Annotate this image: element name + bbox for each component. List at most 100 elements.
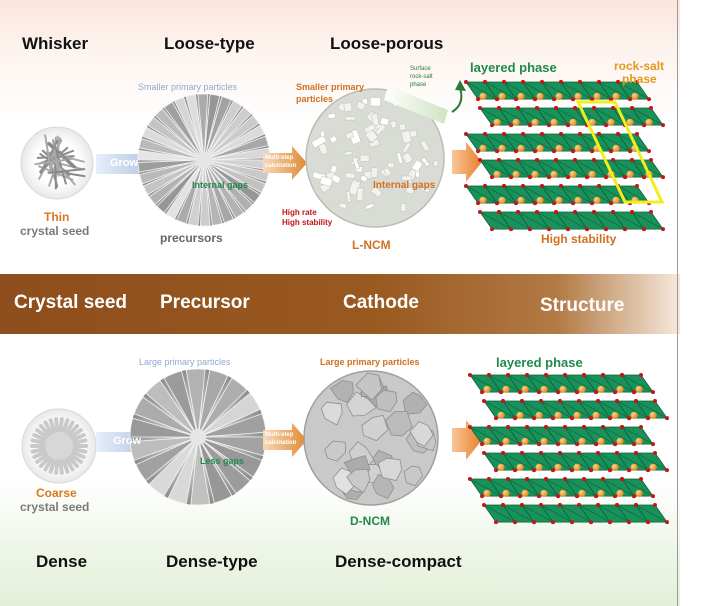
primary-grain [385,411,413,437]
whisker-strand [44,134,52,172]
lithium-ion [612,92,620,100]
oxygen-atom [554,106,558,110]
bottom-calcination-arrow [263,423,307,457]
oxygen-atom [578,132,582,136]
oxygen-atom [616,80,620,84]
oxygen-atom [570,520,574,525]
oxygen-atom [468,477,472,481]
lithium-ion [517,92,525,100]
oxygen-atom [514,97,518,102]
top-seed-label-thin: Thin [44,210,70,224]
oxygen-atom [620,477,624,481]
primary-particle [197,436,233,504]
oxygen-atom [494,468,498,473]
oxygen-atom [476,149,480,154]
oxygen-atom [639,425,643,429]
primary-particle [148,436,199,497]
pore [383,167,392,177]
oxygen-atom [582,373,586,377]
primary-particle [137,149,205,161]
pore [359,174,368,183]
primary-grain [346,468,371,494]
oxygen-atom [537,442,541,447]
oxygen-atom [506,477,510,481]
lithium-ion [616,489,624,497]
oxygen-atom [509,227,513,232]
oxygen-atom [537,390,541,395]
primary-grain [375,389,398,413]
lithium-ion [540,489,548,497]
pore [401,175,412,181]
primary-particle [203,159,254,212]
lithium-ion [550,118,558,126]
lithium-ion [498,144,506,152]
oxygen-atom [556,494,560,499]
lithium-ion [593,92,601,100]
pore [343,150,353,156]
oxygen-atom [611,210,615,214]
oxygen-atom [556,442,560,447]
oxygen-atom [632,442,636,447]
lithium-ion [517,144,525,152]
oxygen-atom [592,158,596,162]
oxygen-atom [494,416,498,421]
oxygen-atom [639,477,643,481]
oxygen-atom [506,425,510,429]
oxygen-atom [601,477,605,481]
pore [345,116,356,121]
primary-particle [185,368,206,438]
oxygen-atom [497,106,501,110]
lithium-ion [550,170,558,178]
oxygen-atom [596,451,600,455]
oxygen-atom [613,494,617,499]
primary-particle [142,159,205,196]
oxygen-atom [571,149,575,154]
primary-particle [145,380,199,438]
oxygen-atom [535,210,539,214]
oxygen-atom [661,175,665,180]
oxygen-atom [646,520,650,525]
oxygen-atom [609,149,613,154]
oxygen-atom [613,442,617,447]
lithium-ion [483,437,491,445]
lithium-ion [574,144,582,152]
oxygen-atom [651,390,655,395]
oxygen-atom [509,175,513,180]
oxygen-atom [563,425,567,429]
oxygen-atom [478,158,482,162]
oxygen-atom [566,227,570,232]
oxygen-atom [642,227,646,232]
oxygen-atom [589,520,593,525]
pore [363,123,377,134]
lithium-ion [578,385,586,393]
bottom-calcination-label-1: Multi-step [265,432,294,438]
pore [370,185,383,198]
oxygen-atom [573,106,577,110]
lithium-ion [616,385,624,393]
oxygen-atom [582,477,586,481]
oxygen-atom [630,158,634,162]
oxygen-atom [611,106,615,110]
bottom-seed-label: crystal seed [20,500,90,514]
oxygen-atom [592,106,596,110]
oxygen-atom [597,132,601,136]
primary-grain [346,391,377,417]
pore [356,187,364,201]
pore [370,167,379,178]
heading-dense-type: Dense-type [166,552,258,571]
oxygen-atom [502,184,506,188]
oxygen-atom [520,503,524,507]
oxygen-atom [577,399,581,403]
primary-particle [203,159,234,224]
oxygen-atom [535,158,539,162]
rock-salt-highlight-box [575,100,665,204]
pore [419,139,431,152]
primary-particle [141,126,205,161]
oxygen-atom [483,80,487,84]
primary-particle [203,159,267,194]
lithium-ion [479,196,487,204]
oxygen-atom [480,494,484,499]
oxygen-atom [539,451,543,455]
oxygen-atom [623,175,627,180]
pore [344,131,355,140]
